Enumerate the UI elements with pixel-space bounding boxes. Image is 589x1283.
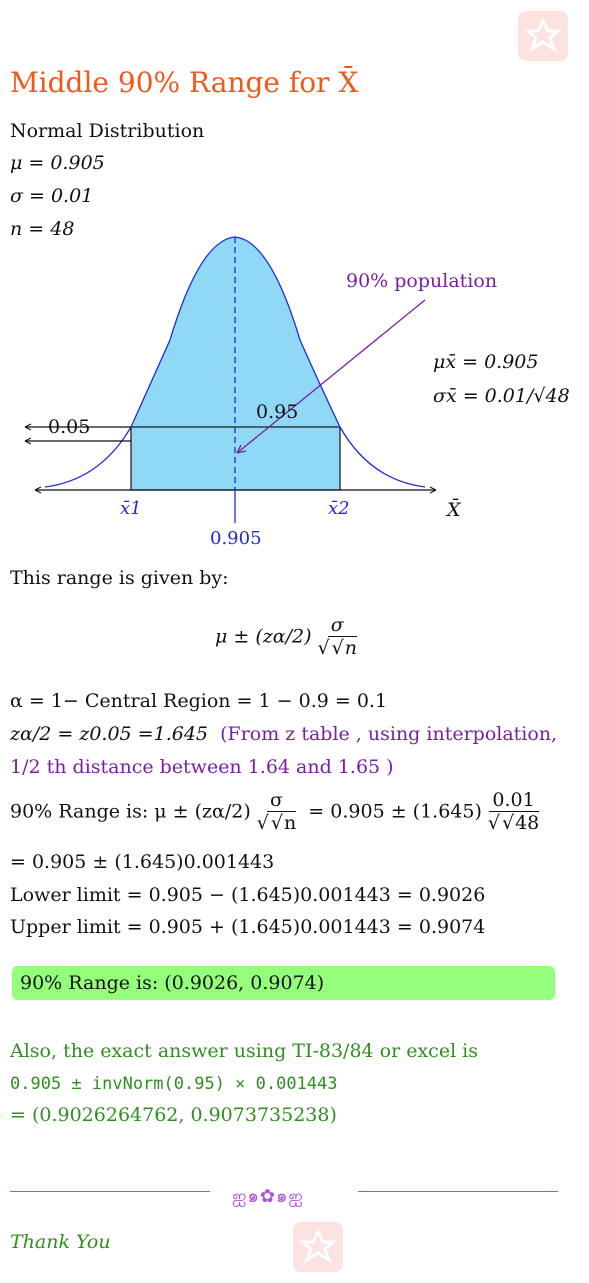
exact-intro: Also, the exact answer using TI-83/84 or… bbox=[10, 1040, 479, 1062]
result-box: 90% Range is: (0.9026, 0.9074) bbox=[12, 966, 555, 1000]
z-line: zα/2 = z0.05 =1.645 (From z table , usin… bbox=[10, 723, 558, 745]
divider-left bbox=[10, 1191, 210, 1192]
exact-formula: 0.905 ± invNorm(0.95) × 0.001443 bbox=[10, 1074, 338, 1094]
population-arrow bbox=[236, 299, 426, 454]
page-title: Middle 90% Range for X̄ bbox=[10, 66, 359, 99]
mean-label: μx̄ = 0.905 bbox=[433, 351, 539, 373]
left-tail-label: 0.05 bbox=[48, 416, 91, 438]
dist-label: Normal Distribution bbox=[10, 120, 205, 142]
alpha-line: α = 1− Central Region = 1 − 0.9 = 0.1 bbox=[10, 690, 388, 712]
sd-label: σx̄ = 0.01/√48 bbox=[433, 385, 570, 407]
footer-logo-icon bbox=[293, 1222, 343, 1272]
thank-you: Thank You bbox=[10, 1231, 111, 1253]
center-label: 0.905 bbox=[210, 528, 262, 549]
range-formula: 90% Range is: μ ± (zα/2)σ√n = 0.905 ± (1… bbox=[10, 790, 545, 835]
population-label: 90% population bbox=[346, 270, 498, 292]
sigma-value: σ = 0.01 bbox=[10, 185, 94, 207]
mu-value: μ = 0.905 bbox=[10, 152, 105, 174]
axis-label: X̄ bbox=[447, 499, 461, 521]
exact-result: = (0.9026264762, 0.9073735238) bbox=[10, 1104, 337, 1126]
logo-icon bbox=[518, 11, 568, 61]
ornament-icon: ஐ๑✿๑ஐ bbox=[232, 1186, 304, 1207]
lower-limit: Lower limit = 0.905 − (1.645)0.001443 = … bbox=[10, 884, 486, 906]
upper-limit: Upper limit = 0.905 + (1.645)0.001443 = … bbox=[10, 916, 486, 938]
normal-curve-figure bbox=[24, 236, 437, 523]
n-value: n = 48 bbox=[10, 218, 75, 240]
divider-right bbox=[358, 1191, 558, 1192]
step-line: = 0.905 ± (1.645)0.001443 bbox=[10, 851, 275, 873]
x1-label: x̄1 bbox=[120, 498, 142, 519]
intro-text: This range is given by: bbox=[10, 567, 229, 589]
z-note: 1/2 th distance between 1.64 and 1.65 ) bbox=[10, 756, 394, 778]
formula: μ ± (zα/2)σ√n bbox=[215, 615, 363, 660]
area-label: 0.95 bbox=[256, 401, 299, 423]
x2-label: x̄2 bbox=[328, 498, 350, 519]
